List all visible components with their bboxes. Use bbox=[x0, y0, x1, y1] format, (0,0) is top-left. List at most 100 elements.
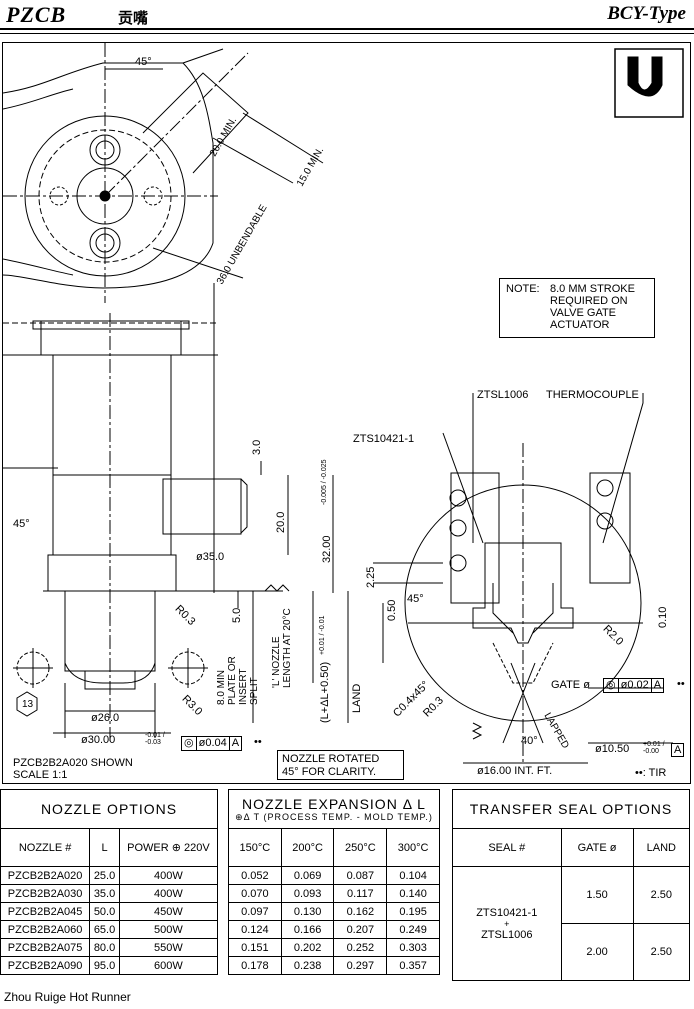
seal-table: TRANSFER SEAL OPTIONS SEAL # GATE ø LAND… bbox=[452, 789, 691, 981]
col-nozzle: NOZZLE # bbox=[0, 828, 91, 867]
dim-1050: ø10.50 bbox=[595, 743, 630, 755]
dim-nozzle-length: 'L' NOZZLE LENGTH AT 20°C bbox=[271, 608, 293, 688]
doc-type: BCY-Type bbox=[607, 3, 686, 24]
seal-land-1: 2.50 bbox=[632, 923, 691, 981]
tir-mark: •• bbox=[254, 736, 262, 748]
table-cell: 0.124 bbox=[228, 920, 282, 939]
seal-name-cell: ZTS10421-1 + ZTSL1006 bbox=[452, 866, 562, 981]
page-header: PZCB 贡嘴 BCY-Type bbox=[0, 0, 694, 34]
note-body: 8.0 MM STROKE REQUIRED ON VALVE GATE ACT… bbox=[550, 283, 635, 331]
seal-title: TRANSFER SEAL OPTIONS bbox=[452, 789, 690, 829]
table-cell: 0.069 bbox=[280, 866, 335, 885]
concentricity-icon: ◎ bbox=[182, 737, 197, 750]
scale-label: SCALE 1:1 bbox=[13, 769, 68, 781]
table-cell: 0.130 bbox=[280, 902, 335, 921]
table-cell: 0.070 bbox=[228, 884, 282, 903]
dim-32: 32.00 bbox=[321, 535, 333, 563]
header-rule bbox=[0, 28, 694, 30]
table-cell: 400W bbox=[118, 866, 219, 885]
table-cell: 0.097 bbox=[228, 902, 282, 921]
shown-label: PZCB2B2A020 SHOWN bbox=[13, 757, 133, 769]
table-cell: 0.093 bbox=[280, 884, 335, 903]
label-ztsl: ZTSL1006 bbox=[477, 389, 529, 401]
dim-35: ø35.0 bbox=[196, 551, 225, 563]
col-land: LAND bbox=[632, 828, 691, 867]
table-cell: 400W bbox=[118, 884, 219, 903]
dim-30: ø30.00 bbox=[81, 734, 116, 746]
label-gate: GATE ø bbox=[551, 679, 590, 691]
expansion-subtitle: ⊕Δ T (PROCESS TEMP. - MOLD TEMP.) bbox=[235, 811, 433, 822]
dim-26: ø26.0 bbox=[91, 712, 120, 724]
table-cell: 50.0 bbox=[89, 902, 120, 921]
table-cell: 95.0 bbox=[89, 956, 120, 975]
tir-mark-2: •• bbox=[677, 678, 685, 690]
fcf-tol: ø0.04 bbox=[197, 737, 230, 750]
dim-5: 5.0 bbox=[231, 607, 243, 623]
col-gate: GATE ø bbox=[560, 828, 634, 867]
table-cell: 0.249 bbox=[386, 920, 440, 939]
dim-ldl: (L+ΔL+0.50) bbox=[319, 661, 331, 723]
col-temp: 300°C bbox=[386, 828, 440, 867]
table-cell: 0.202 bbox=[280, 938, 335, 957]
datum-a: A bbox=[671, 743, 685, 757]
brand-cn: 贡嘴 bbox=[118, 11, 149, 27]
table-cell: PZCB2B2A030 bbox=[0, 884, 91, 903]
dim-32-tol: -0.005 / -0.025 bbox=[321, 459, 328, 505]
fcf-concentricity-1: ◎ ø0.04 A bbox=[181, 736, 243, 751]
dim-ldl-tol: +0.01 / -0.01 bbox=[319, 615, 326, 655]
table-cell: 550W bbox=[118, 938, 219, 957]
dim-land: LAND bbox=[351, 683, 363, 713]
table-cell: 0.238 bbox=[280, 956, 335, 975]
table-cell: PZCB2B2A020 bbox=[0, 866, 91, 885]
table-cell: 25.0 bbox=[89, 866, 120, 885]
dim-8-min: 8.0 MIN PLATE OR INSERT SPLIT bbox=[216, 656, 260, 705]
fcf-datum: A bbox=[653, 679, 662, 691]
dim-40: 40° bbox=[521, 735, 538, 747]
seal-gate-0: 1.50 bbox=[560, 866, 634, 924]
dim-225: 2.25 bbox=[365, 566, 377, 588]
table-cell: PZCB2B2A060 bbox=[0, 920, 91, 939]
seal-name-b: ZTSL1006 bbox=[481, 928, 533, 941]
rotated-note: NOZZLE ROTATED 45° FOR CLARITY. bbox=[277, 750, 404, 780]
header-rule-thin bbox=[0, 33, 694, 34]
dim-050: 0.50 bbox=[386, 599, 398, 621]
dim-010: 0.10 bbox=[657, 606, 669, 628]
table-cell: 0.104 bbox=[386, 866, 440, 885]
col-power: POWER ⊕ 220V bbox=[118, 828, 219, 867]
technical-drawing: 45° 20.0 MIN. 15.0 MIN. 36.0 UNBENDABLE … bbox=[2, 42, 691, 784]
expansion-table: NOZZLE EXPANSION Δ L ⊕Δ T (PROCESS TEMP.… bbox=[228, 789, 440, 975]
table-cell: 35.0 bbox=[89, 884, 120, 903]
col-temp: 150°C bbox=[228, 828, 282, 867]
expansion-header: NOZZLE EXPANSION Δ L ⊕Δ T (PROCESS TEMP.… bbox=[228, 789, 440, 829]
dim-20: 20.0 bbox=[275, 511, 287, 533]
table-cell: 80.0 bbox=[89, 938, 120, 957]
col-l: L bbox=[89, 828, 120, 867]
table-cell: 600W bbox=[118, 956, 219, 975]
balloon-13: 13 bbox=[22, 699, 34, 710]
nozzle-options-table: NOZZLE OPTIONS NOZZLE # L POWER ⊕ 220V P… bbox=[0, 789, 219, 975]
note-lead: NOTE: bbox=[506, 283, 540, 295]
dim-angle-top: 45° bbox=[135, 56, 152, 68]
concentricity-icon: ◎ bbox=[604, 679, 619, 692]
table-cell: 0.252 bbox=[333, 938, 388, 957]
table-cell: 0.303 bbox=[386, 938, 440, 957]
table-cell: PZCB2B2A090 bbox=[0, 956, 91, 975]
drawing-svg bbox=[3, 43, 684, 764]
dim-16: ø16.00 INT. FT. bbox=[477, 765, 553, 777]
col-seal: SEAL # bbox=[452, 828, 562, 867]
table-cell: 0.140 bbox=[386, 884, 440, 903]
label-thermocouple: THERMOCOUPLE bbox=[546, 389, 639, 401]
nozzle-options-title: NOZZLE OPTIONS bbox=[0, 789, 218, 829]
table-cell: 0.297 bbox=[333, 956, 388, 975]
table-cell: 65.0 bbox=[89, 920, 120, 939]
expansion-title: NOZZLE EXPANSION Δ L bbox=[242, 795, 426, 812]
